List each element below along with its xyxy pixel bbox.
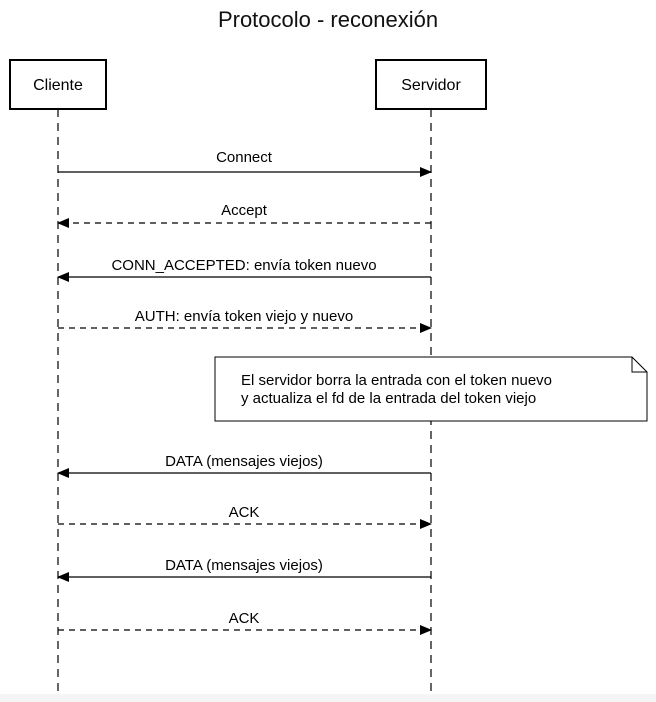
- participant-client: Cliente: [9, 59, 107, 110]
- participant-server: Servidor: [375, 59, 487, 110]
- message-accept: Accept: [57, 202, 431, 228]
- message-label: ACK: [229, 504, 260, 521]
- message-conn-accepted: CONN_ACCEPTED: envía token nuevo: [57, 257, 431, 282]
- participant-client-label: Cliente: [33, 77, 83, 94]
- participant-server-label: Servidor: [401, 77, 461, 94]
- bottom-band: [0, 694, 656, 702]
- message-auth: AUTH: envía token viejo y nuevo: [58, 308, 432, 333]
- note-box: El servidor borra la entrada con el toke…: [214, 356, 648, 422]
- message-label: AUTH: envía token viejo y nuevo: [135, 308, 353, 325]
- diagram-title: Protocolo - reconexión: [218, 7, 438, 32]
- message-label: DATA (mensajes viejos): [165, 453, 323, 470]
- message-label: CONN_ACCEPTED: envía token nuevo: [111, 257, 376, 274]
- message-connect: Connect: [58, 149, 432, 177]
- message-data-2: DATA (mensajes viejos): [57, 557, 431, 582]
- note-line-1: El servidor borra la entrada con el toke…: [241, 372, 552, 389]
- message-label: Connect: [216, 149, 273, 166]
- note-fold-icon: [631, 357, 647, 373]
- message-label: ACK: [229, 610, 260, 627]
- message-ack-1: ACK: [58, 504, 432, 529]
- note-line-2: y actualiza el fd de la entrada del toke…: [241, 390, 536, 407]
- message-label: DATA (mensajes viejos): [165, 557, 323, 574]
- message-data-1: DATA (mensajes viejos): [57, 453, 431, 478]
- message-label: Accept: [221, 202, 268, 219]
- message-ack-2: ACK: [58, 610, 432, 635]
